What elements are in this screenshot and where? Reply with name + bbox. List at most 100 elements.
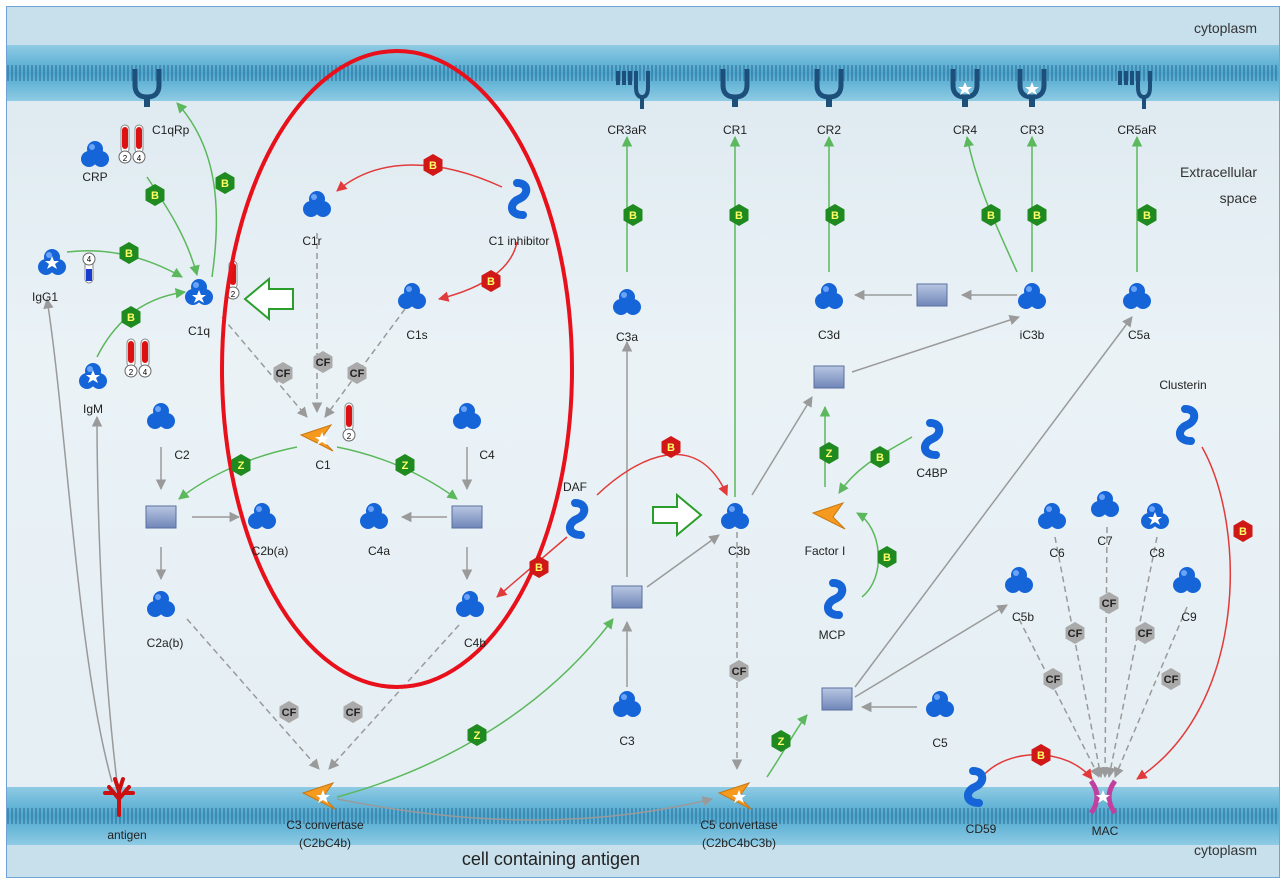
svg-text:B: B — [1033, 210, 1041, 222]
inhibition-badge: B — [481, 270, 501, 292]
protein-trefoil-icon-ic3b[interactable] — [1018, 283, 1046, 309]
protein-trefoil-icon-c3[interactable] — [613, 691, 641, 717]
complex-square-icon-c3b-inact[interactable] — [813, 365, 845, 389]
edge-c2ab-c3conv — [186, 618, 320, 770]
protein-trefoil-icon-c5b[interactable] — [1005, 567, 1033, 593]
expression-thermometer-icon-igg1: 4 — [82, 252, 96, 284]
binding-badge: B — [121, 306, 141, 328]
inhibition-badge: B — [1233, 520, 1253, 542]
complex-formation-badge: CF — [1135, 622, 1155, 644]
protein-trefoil-icon-c2[interactable] — [147, 403, 175, 429]
label-c8: C8 — [1149, 546, 1165, 560]
binding-badge: B — [729, 204, 749, 226]
complex-formation-badge: CF — [313, 351, 333, 373]
protein-trefoil-icon-c5a[interactable] — [1123, 283, 1151, 309]
complex-formation-badge: CF — [1161, 668, 1181, 690]
protein-trefoil-icon-c4a[interactable] — [360, 503, 388, 529]
label-c1qrp: C1qRp — [152, 123, 190, 137]
protein-trefoil-icon-c1r[interactable] — [303, 191, 331, 217]
protein-trefoil-icon-c2ba[interactable] — [248, 503, 276, 529]
antigen-icon[interactable] — [103, 777, 135, 817]
red-ellipse-highlight — [220, 49, 574, 689]
label-daf: DAF — [563, 480, 587, 494]
mac-icon[interactable] — [1088, 779, 1118, 815]
binding-badge: B — [981, 204, 1001, 226]
svg-text:B: B — [487, 276, 495, 288]
svg-text:Z: Z — [826, 448, 833, 460]
complex-square-icon-c5-cleave[interactable] — [821, 687, 853, 711]
svg-text:4: 4 — [137, 154, 142, 163]
label-cr3: CR3 — [1020, 123, 1044, 137]
label-mac: MAC — [1092, 824, 1119, 838]
svg-text:CF: CF — [1046, 674, 1061, 686]
edge-c9-mac — [1113, 606, 1188, 778]
svg-text:CF: CF — [1068, 628, 1083, 640]
svg-text:B: B — [151, 190, 159, 202]
complex-square-icon-c2-cleave[interactable] — [145, 505, 177, 529]
protein-trefoil-icon-c1s[interactable] — [398, 283, 426, 309]
protein-trefoil-icon-c3a[interactable] — [613, 289, 641, 315]
svg-text:B: B — [876, 452, 884, 464]
binding-badge: B — [145, 184, 165, 206]
label-c3b: C3b — [728, 544, 750, 558]
svg-text:Z: Z — [778, 736, 785, 748]
enzyme-wedge-icon-factor-i[interactable] — [812, 502, 846, 530]
svg-text:4: 4 — [87, 255, 92, 264]
svg-text:CF: CF — [732, 666, 747, 678]
svg-text:B: B — [125, 248, 133, 260]
ligand-s-icon-clusterin[interactable] — [1180, 409, 1194, 441]
label-cell-containing-antigen: cell containing antigen — [462, 849, 640, 869]
complex-square-icon-c3-cleave[interactable] — [611, 585, 643, 609]
protein-trefoil-icon-c5[interactable] — [926, 691, 954, 717]
label-clusterin: Clusterin — [1159, 378, 1206, 392]
ligand-s-icon-mcp[interactable] — [828, 583, 842, 615]
pathway-diagram: 2 4 4 2 2 4 2 BBBBBBCFCFCFZZBBBBBBBBZBBC… — [7, 7, 1279, 877]
protein-trefoil-icon-crp[interactable] — [81, 141, 109, 167]
protein-trefoil-icon-c3b[interactable] — [721, 503, 749, 529]
protein-trefoil-icon-c6[interactable] — [1038, 503, 1066, 529]
ligand-s-icon-c4bp[interactable] — [925, 423, 939, 455]
label-c4a: C4a — [368, 544, 390, 558]
gray-dashed-edges — [186, 233, 1188, 779]
ligand-s-icon-c1-inhibitor[interactable] — [512, 183, 526, 215]
svg-text:CF: CF — [1164, 674, 1179, 686]
label-mcp: MCP — [819, 628, 846, 642]
protein-trefoil-icon-c4b[interactable] — [456, 591, 484, 617]
compartment-labels: cytoplasm Extracellular space cytoplasm … — [462, 20, 1257, 869]
svg-text:Z: Z — [238, 460, 245, 472]
protein-trefoil-icon-c3d[interactable] — [815, 283, 843, 309]
outline-arrow-icon-c1q — [243, 276, 294, 322]
svg-text:2: 2 — [129, 368, 134, 377]
svg-text:B: B — [987, 210, 995, 222]
label-factor-i: Factor I — [805, 544, 846, 558]
label-cr3ar: CR3aR — [607, 123, 647, 137]
label-c2ab: C2a(b) — [147, 636, 184, 650]
ligand-s-icon-daf[interactable] — [570, 503, 584, 535]
complex-square-icon-c3d-cleave[interactable] — [916, 283, 948, 307]
red-edges — [336, 164, 1231, 780]
node-labels: CRP C1qRp IgG1 C1q IgM C1r C1 inhibitor … — [32, 123, 1207, 850]
binding-badge: B — [1137, 204, 1157, 226]
label-c5a: C5a — [1128, 328, 1150, 342]
edge-c1s-c1 — [324, 308, 406, 418]
outline-arrow-icon-c3b — [652, 492, 703, 538]
label-c5: C5 — [932, 736, 948, 750]
label-crp: CRP — [82, 170, 107, 184]
cleavage-badge: Z — [395, 454, 415, 476]
svg-text:4: 4 — [143, 368, 148, 377]
label-c7: C7 — [1097, 534, 1113, 548]
label-ic3b: iC3b — [1020, 328, 1045, 342]
label-c1: C1 — [315, 458, 331, 472]
protein-trefoil-icon-c7[interactable] — [1091, 491, 1119, 517]
inhibition-badge: B — [529, 556, 549, 578]
binding-badge: B — [870, 446, 890, 468]
label-cr1: CR1 — [723, 123, 747, 137]
protein-trefoil-icon-c2ab[interactable] — [147, 591, 175, 617]
edge-c4b-c3conv — [328, 624, 460, 770]
protein-trefoil-icon-c4[interactable] — [453, 403, 481, 429]
protein-trefoil-icon-c9[interactable] — [1173, 567, 1201, 593]
svg-text:Z: Z — [474, 730, 481, 742]
svg-text:CF: CF — [1138, 628, 1153, 640]
complex-square-icon-c4-cleave[interactable] — [451, 505, 483, 529]
